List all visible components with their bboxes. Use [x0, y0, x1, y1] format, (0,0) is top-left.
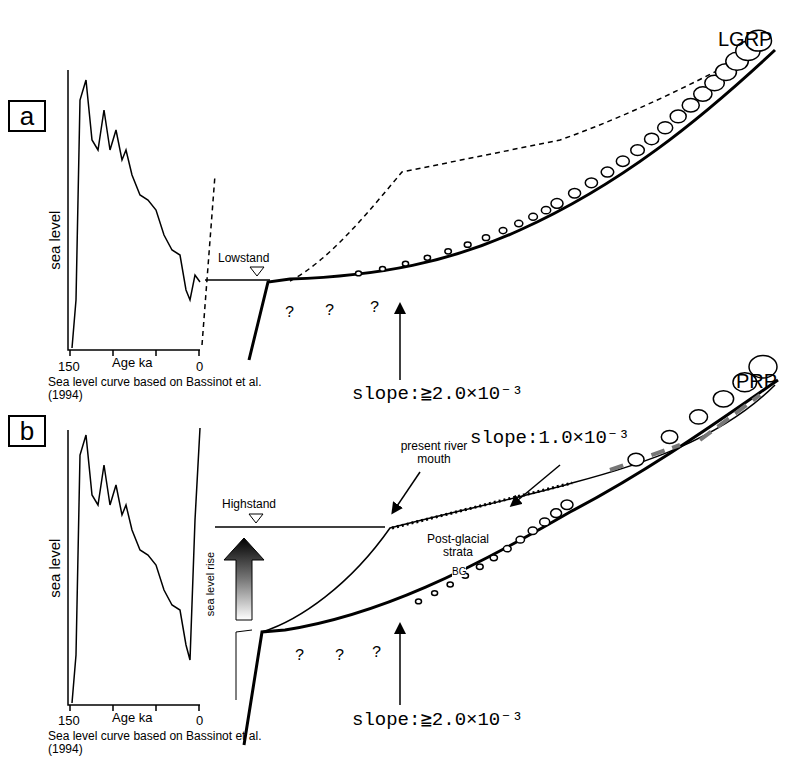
axis-title: Age ka — [112, 711, 152, 725]
slope-value: slope:1.0×10⁻³ — [470, 428, 630, 449]
sea-level-label: Highstand — [222, 498, 276, 511]
tick-label: 0 — [196, 360, 203, 374]
panel-letter-box: b — [8, 415, 46, 447]
gravel-clast — [645, 133, 659, 144]
profile-name: PRP — [736, 370, 777, 392]
gravel-clast — [464, 242, 471, 247]
gravel-clast — [516, 536, 524, 543]
gravel-clast — [515, 220, 523, 226]
gravel-clast — [447, 582, 453, 587]
unknown-mark: ? — [372, 645, 382, 663]
gravel-clast — [540, 518, 550, 526]
gravel-clast — [402, 261, 408, 266]
gravel-clast — [380, 266, 386, 271]
gravel-clast — [661, 430, 677, 443]
axis-title: Age ka — [112, 356, 152, 370]
strata-label: Post-glacial strata — [418, 533, 498, 559]
gravel-clast — [490, 555, 497, 561]
tick-label: 150 — [58, 360, 80, 374]
gravel-clast — [585, 178, 597, 188]
axis-title: sea level — [48, 539, 65, 598]
gravel-clast — [713, 391, 733, 407]
panel-letter: b — [20, 416, 34, 447]
caption-note: Sea level curve based on Bassinot et al.… — [48, 376, 263, 402]
sea-level-label: Lowstand — [218, 252, 269, 265]
unknown-mark: ? — [285, 305, 295, 323]
tick-label: 0 — [196, 714, 203, 728]
gravel-clast — [432, 591, 438, 596]
gravel-clast — [690, 410, 708, 424]
gravel-clast — [503, 546, 511, 552]
tick-label: 150 — [58, 714, 80, 728]
river-mouth-label: present river mouth — [398, 440, 470, 466]
gravel-clast — [529, 213, 538, 220]
unknown-mark: ? — [335, 648, 345, 666]
unknown-mark: ? — [325, 303, 335, 321]
caption-note: Sea level curve based on Bassinot et al.… — [48, 730, 263, 756]
gravel-clast — [482, 235, 489, 241]
unit-label: BG — [452, 566, 466, 577]
slope-value: slope:≧2.0×10⁻³ — [352, 710, 523, 731]
gravel-clast — [416, 599, 422, 604]
gravel-clast — [476, 564, 483, 569]
gravel-clast — [631, 145, 645, 156]
arrow-label: sea level rise — [204, 552, 216, 616]
gravel-clast — [424, 255, 430, 260]
slope-value: slope:≧2.0×10⁻³ — [352, 384, 523, 405]
gravel-clast — [551, 509, 562, 518]
gravel-clast — [569, 188, 581, 198]
gravel-clast — [356, 271, 362, 276]
gravel-clast — [499, 228, 507, 234]
unknown-mark: ? — [370, 300, 380, 318]
gravel-clast — [670, 110, 686, 123]
gravel-clast — [551, 199, 563, 209]
gravel-clast — [445, 249, 452, 254]
gravel-clast — [658, 122, 673, 134]
panel-letter: a — [20, 101, 34, 132]
gravel-clast — [682, 98, 699, 112]
axis-title: sea level — [48, 211, 65, 270]
gravel-clast — [628, 453, 644, 466]
panel-letter-box: a — [8, 100, 46, 132]
gravel-clast — [541, 206, 550, 213]
gravel-clast — [528, 527, 537, 534]
gravel-clast — [561, 500, 573, 510]
unknown-mark: ? — [295, 648, 305, 666]
profile-name: LGRP — [718, 28, 772, 50]
gravel-clast — [616, 156, 629, 166]
gravel-clast — [601, 167, 614, 177]
